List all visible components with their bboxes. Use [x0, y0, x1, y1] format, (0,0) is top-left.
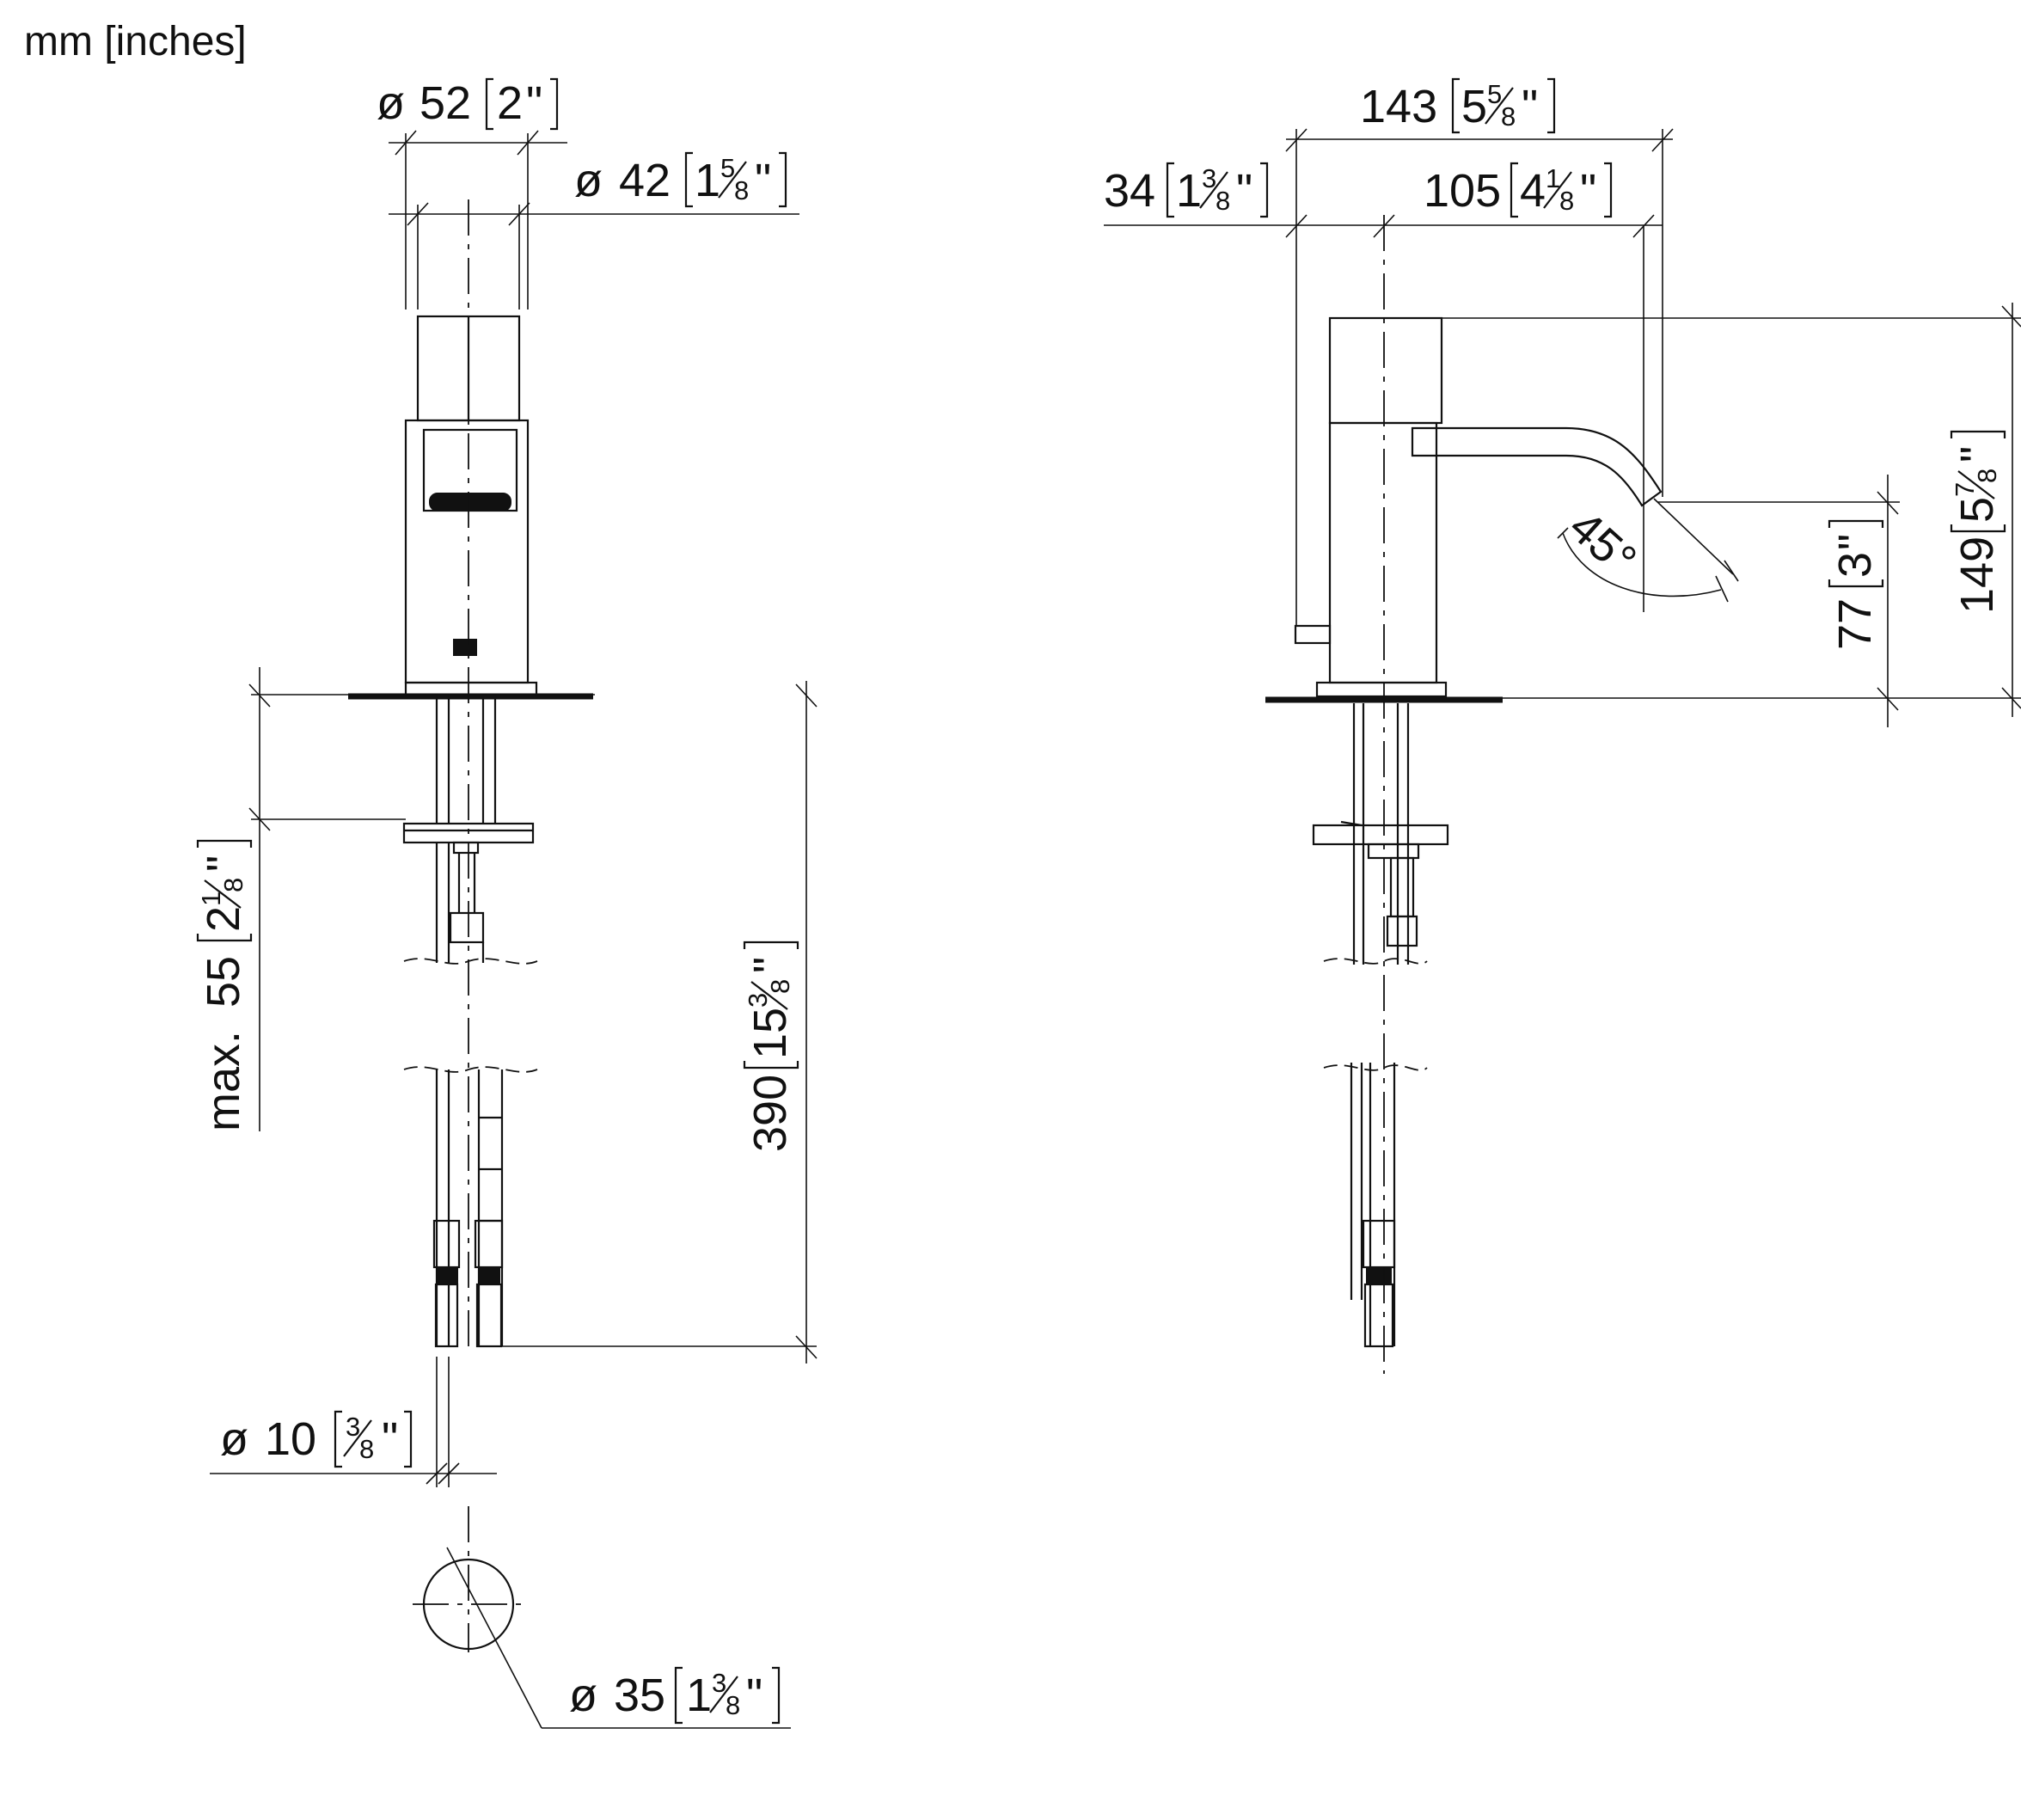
- diameter-symbol: ø: [377, 77, 405, 129]
- dim-label-d52: ø 52 2 ": [377, 77, 559, 131]
- svg-text:1: 1: [686, 1670, 712, 1721]
- dim-label-h390: 390 15 3 8 ": [743, 941, 799, 1152]
- svg-text:1: 1: [196, 892, 226, 906]
- front-sensor: [453, 639, 477, 656]
- side-lever: [1328, 316, 1443, 425]
- svg-text:5: 5: [1487, 79, 1502, 109]
- svg-text:5: 5: [720, 153, 735, 183]
- hole-detail: [413, 1506, 791, 1729]
- front-outlet-slot: [429, 493, 511, 512]
- svg-text:": ": [382, 1413, 398, 1465]
- dim-label-d10: ø 10 3 8 ": [220, 1410, 413, 1468]
- svg-text:3: 3: [712, 1668, 726, 1698]
- diameter-symbol: ø: [569, 1670, 597, 1721]
- svg-text:55: 55: [198, 956, 249, 1008]
- svg-text:3: 3: [346, 1412, 360, 1442]
- svg-text:3: 3: [1202, 163, 1216, 193]
- svg-text:": ": [1522, 81, 1538, 132]
- svg-text:1: 1: [1546, 163, 1560, 193]
- svg-text:10: 10: [265, 1413, 316, 1465]
- svg-text:5: 5: [1951, 497, 2003, 523]
- units-label: mm [inches]: [24, 19, 247, 64]
- svg-text:": ": [744, 957, 796, 973]
- svg-text:2: 2: [497, 77, 523, 129]
- svg-text:": ": [1951, 446, 2003, 463]
- dim-label-h77: 77 3 ": [1828, 519, 1884, 650]
- svg-text:": ": [755, 155, 771, 206]
- svg-text:34: 34: [1104, 165, 1155, 217]
- side-body: [1328, 421, 1438, 684]
- svg-text:8: 8: [734, 175, 749, 205]
- svg-text:": ": [1829, 534, 1881, 550]
- dim-label-w105: 105 4 1 8 ": [1424, 162, 1613, 218]
- dim-label-max55: max. 55 2 1 8 ": [196, 839, 253, 1131]
- dimension-lines: [210, 128, 2021, 1487]
- svg-text:7: 7: [1950, 482, 1980, 497]
- diameter-symbol: ø: [220, 1413, 248, 1465]
- svg-text:8: 8: [765, 979, 795, 994]
- svg-text:8: 8: [218, 878, 248, 892]
- svg-text:8: 8: [359, 1434, 374, 1464]
- svg-text:8: 8: [1972, 469, 2002, 483]
- side-spout: [1411, 426, 1663, 507]
- dim-label-h149: 149 5 7 8 ": [1950, 430, 2006, 614]
- svg-text:42: 42: [619, 155, 671, 206]
- dim-label-w34: 34 1 3 8 ": [1104, 162, 1269, 218]
- svg-text:8: 8: [1559, 186, 1574, 216]
- svg-text:15: 15: [744, 1008, 796, 1059]
- svg-text:1: 1: [695, 155, 720, 206]
- svg-text:": ": [198, 855, 249, 872]
- svg-text:390: 390: [744, 1075, 796, 1152]
- svg-text:105: 105: [1424, 165, 1501, 217]
- svg-text:2: 2: [198, 906, 249, 932]
- svg-text:3: 3: [1829, 552, 1881, 578]
- front-view: [348, 199, 593, 1353]
- dim-label-w143: 143 5 5 8 ": [1360, 77, 1556, 134]
- svg-text:": ": [1580, 165, 1596, 217]
- svg-text:5: 5: [1461, 81, 1487, 132]
- svg-text:": ": [1236, 165, 1252, 217]
- svg-text:8: 8: [1501, 101, 1516, 132]
- svg-text:4: 4: [1520, 165, 1546, 217]
- svg-text:": ": [746, 1670, 762, 1721]
- side-view: [1265, 215, 1663, 1374]
- svg-text:1: 1: [1176, 165, 1202, 217]
- svg-text:3: 3: [743, 993, 773, 1008]
- svg-text:8: 8: [1216, 186, 1230, 216]
- diameter-symbol: ø: [574, 155, 603, 206]
- dim-label-d35: ø 35 1 3 8 ": [569, 1666, 781, 1725]
- svg-text:35: 35: [614, 1670, 665, 1721]
- svg-text:8: 8: [726, 1690, 740, 1720]
- svg-text:143: 143: [1360, 81, 1437, 132]
- svg-text:77: 77: [1829, 598, 1881, 650]
- svg-text:": ": [526, 77, 542, 129]
- angle-label: 45°: [1559, 500, 1646, 585]
- svg-text:149: 149: [1951, 536, 2003, 614]
- svg-text:45°: 45°: [1559, 500, 1646, 585]
- dim-label-d42: ø 42 1 5 8 ": [574, 151, 787, 208]
- svg-text:max.: max.: [198, 1031, 249, 1131]
- svg-text:52: 52: [420, 77, 471, 129]
